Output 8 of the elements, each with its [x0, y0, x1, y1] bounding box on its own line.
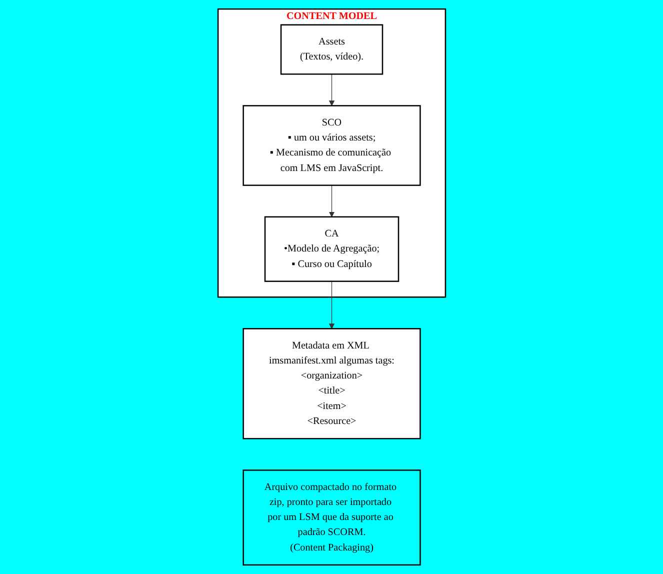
node-box: Arquivo compactado no formato zip, pronto para ser importado por um LSM que da suporte ao padrão SCORM. (Content Packaging) [242, 470, 421, 566]
node-box: SCO ▪ um ou vários assets; ▪ Mecanismo de comunicação com LMS em JavaScript. [242, 105, 421, 186]
arrow [328, 74, 334, 106]
arrow [328, 281, 334, 329]
arrow [328, 184, 334, 218]
node-box: Metadata em XML imsmanifest.xml algumas tags: <organization> <title> <item> <Resource> [242, 328, 421, 440]
node-box: Assets (Textos, vídeo). [280, 24, 383, 75]
node-box: CA •Modelo de Agregação; ▪ Curso ou Capítulo [264, 216, 399, 282]
